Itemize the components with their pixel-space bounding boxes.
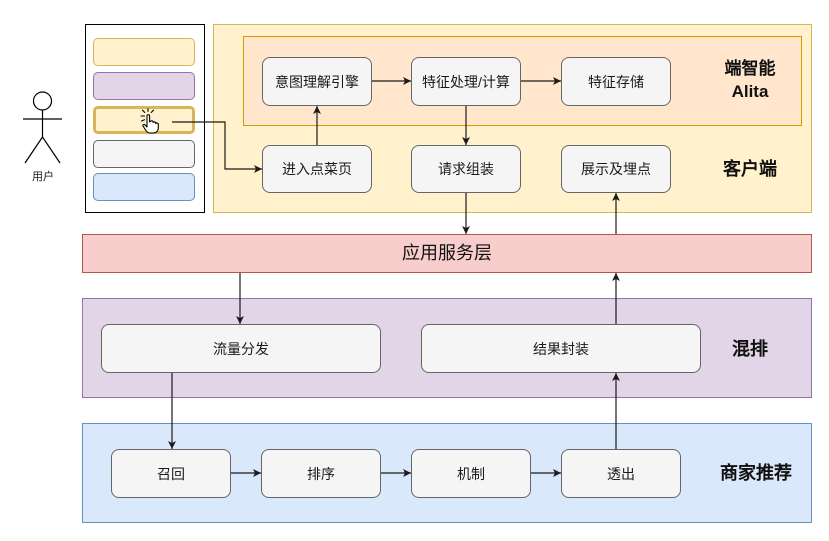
intent-engine-node: 意图理解引擎 [262,57,372,106]
edge-ai-title: 端智能 [724,59,776,78]
mechanism-node: 机制 [411,449,531,498]
hand-click-icon [140,108,159,134]
service-layer-title: 应用服务层 [402,243,492,263]
feature-storage-node: 特征存储 [561,57,671,106]
ranking-node: 排序 [261,449,381,498]
user-label: 用户 [32,171,54,183]
result-packaging-node: 结果封装 [421,324,701,373]
merchant-recommendation-title: 商家推荐 [720,463,792,483]
phone-menu-item [93,140,195,168]
recall-node: 召回 [111,449,231,498]
phone-menu-item [93,72,195,100]
request-assembly-node: 请求组装 [411,145,521,193]
exposure-node: 透出 [561,449,681,498]
user-stick-figure-icon [23,91,62,164]
edge-ai-subtitle: Alita [731,82,769,101]
client-title: 客户端 [723,159,777,179]
service-layer-bar [82,234,812,273]
phone-menu-item [93,173,195,201]
display-tracking-node: 展示及埋点 [561,145,671,193]
phone-menu-item [93,38,195,66]
traffic-distribution-node: 流量分发 [101,324,381,373]
feature-processing-node: 特征处理/计算 [411,57,521,106]
blending-title: 混排 [732,339,768,359]
enter-menu-page-node: 进入点菜页 [262,145,372,193]
